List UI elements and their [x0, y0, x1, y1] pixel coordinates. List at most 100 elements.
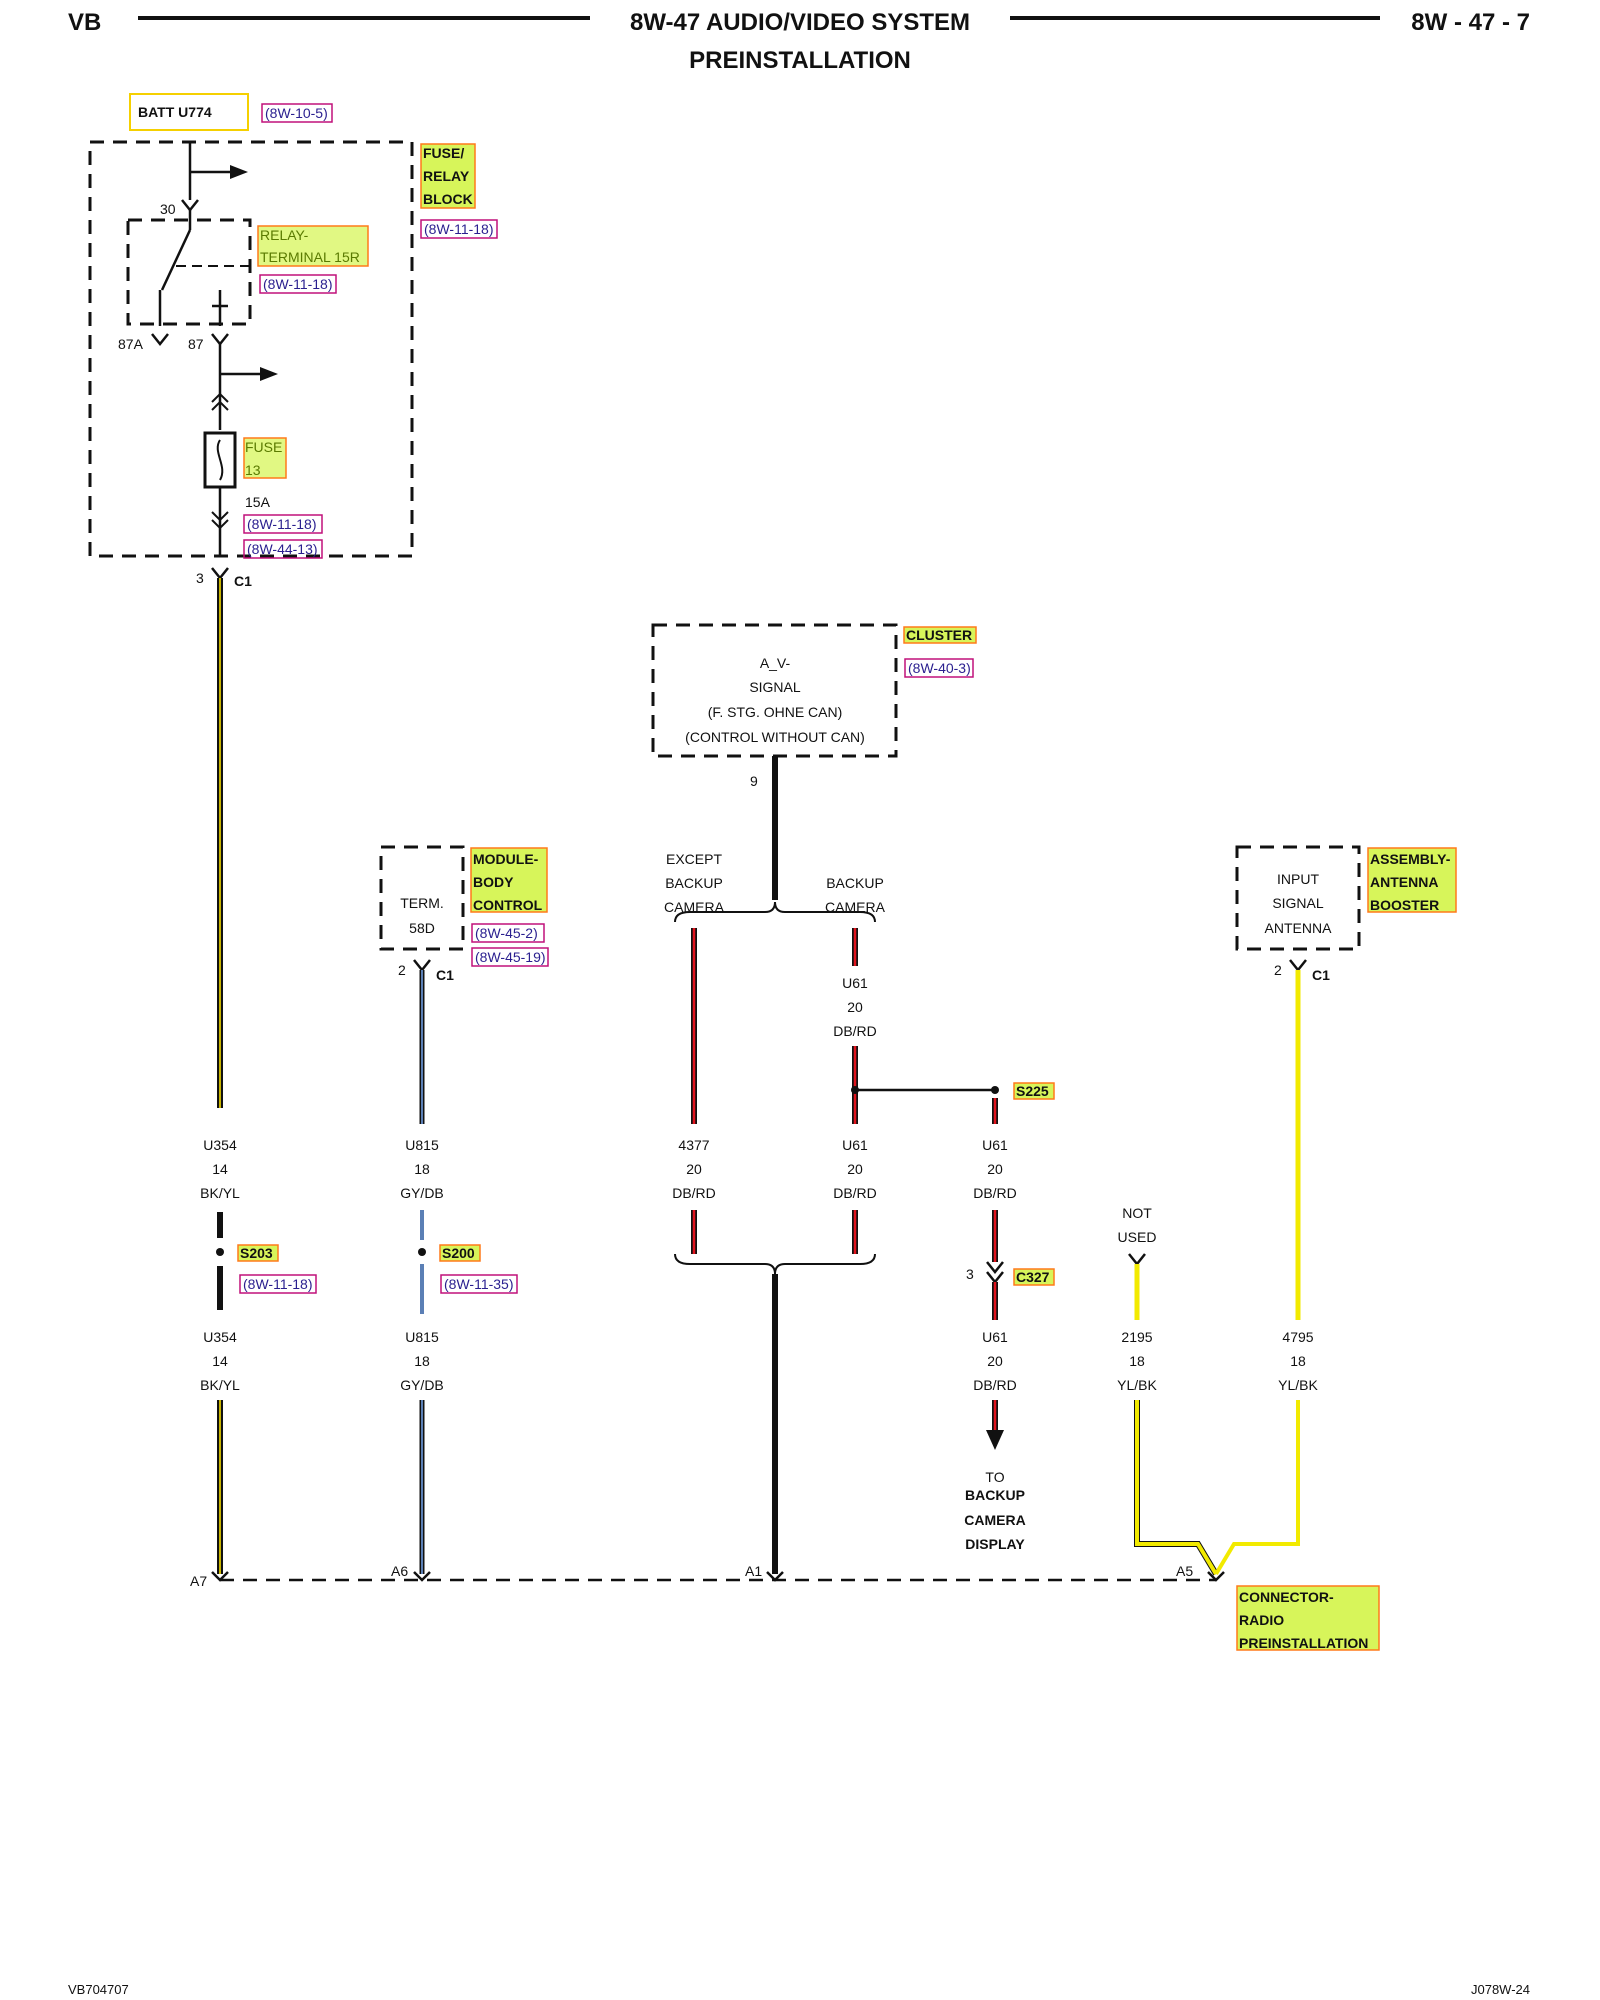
- u815-lower-id: U815: [405, 1329, 439, 1345]
- fuse-block-label-1: FUSE/: [423, 145, 464, 161]
- relay-label-1: RELAY-: [260, 227, 309, 243]
- u61-mid-id: U61: [842, 1137, 868, 1153]
- relay-ref: (8W-11-18): [263, 276, 333, 292]
- cluster-pin: 9: [750, 773, 758, 789]
- antenna-text-3: ANTENNA: [1265, 920, 1333, 936]
- antenna-label-3: BOOSTER: [1370, 897, 1439, 913]
- bcm-ref2: (8W-45-19): [475, 949, 546, 965]
- w4795-id: 4795: [1282, 1329, 1313, 1345]
- antenna-text-2: SIGNAL: [1272, 895, 1324, 911]
- u61-right-color: DB/RD: [973, 1185, 1017, 1201]
- backup-camera-2: CAMERA: [825, 899, 886, 915]
- fuse-bottom-terminal: [211, 511, 229, 530]
- bcm-ref1-box: [471, 923, 545, 943]
- bcm-conn: C1: [436, 967, 454, 983]
- u61-bottom-gauge: 20: [987, 1353, 1003, 1369]
- antenna-conn: C1: [1312, 967, 1330, 983]
- antenna-label-box: [1367, 847, 1457, 913]
- fuse-rating: 15A: [245, 494, 271, 510]
- w2195-id: 2195: [1121, 1329, 1152, 1345]
- fuse-block-ref: (8W-11-18): [424, 221, 494, 237]
- w2195-color: YL/BK: [1117, 1377, 1157, 1393]
- pin87-label: 87: [188, 336, 204, 352]
- bcm-label-2: BODY: [473, 874, 514, 890]
- u354-upper-color: BK/YL: [200, 1185, 240, 1201]
- s203-label: S203: [240, 1245, 273, 1261]
- branch-bottom-brace: [674, 1253, 876, 1275]
- u61-top-color: DB/RD: [833, 1023, 877, 1039]
- page-title: 8W-47 AUDIO/VIDEO SYSTEM: [630, 9, 970, 36]
- antenna-label-1: ASSEMBLY-: [1370, 851, 1451, 867]
- except-backup-1: EXCEPT: [666, 851, 722, 867]
- fuse-label-box: [243, 437, 287, 479]
- w4377-color: DB/RD: [672, 1185, 716, 1201]
- pin87a-connector: [151, 333, 169, 347]
- antenna-booster: INPUT SIGNAL ANTENNA ASSEMBLY- ANTENNA B…: [1235, 845, 1457, 983]
- fuse-block-label-3: BLOCK: [423, 191, 473, 207]
- antenna-c1-connector: [1289, 959, 1307, 973]
- s200-ref-box: [440, 1274, 518, 1294]
- antenna-text-1: INPUT: [1277, 871, 1319, 887]
- batt-label: BATT U774: [138, 104, 212, 120]
- except-backup-3: CAMERA: [664, 899, 725, 915]
- u815-upper-id: U815: [405, 1137, 439, 1153]
- relay-ref-box: [259, 274, 337, 294]
- fuse-block-label-2: RELAY: [423, 168, 470, 184]
- c1-label: C1: [234, 573, 252, 589]
- cluster-text-2: SIGNAL: [749, 679, 801, 695]
- not-used-2: USED: [1118, 1229, 1157, 1245]
- u815-lower-gauge: 18: [414, 1353, 430, 1369]
- w2195-lower-wire-base: [1134, 1400, 1219, 1576]
- c327-connector: [986, 1261, 1004, 1285]
- fuse-ref1: (8W-11-18): [247, 516, 317, 532]
- fuse-ref2-box: [243, 539, 323, 559]
- pin-a1: A1: [745, 1563, 762, 1579]
- backup-camera-1: BACKUP: [826, 875, 884, 891]
- pin-a6: A6: [391, 1563, 408, 1579]
- s200-label: S200: [442, 1245, 475, 1261]
- batt-box: [129, 93, 249, 131]
- u815-lower-color: GY/DB: [400, 1377, 444, 1393]
- backup-display-arrow: [986, 1430, 1004, 1450]
- fuse-ref2: (8W-44-13): [247, 541, 318, 557]
- wire-u354: U354 14 BK/YL S203 (8W-11-18) U354 14 BK…: [200, 578, 317, 1574]
- relay-label-box: [257, 225, 369, 267]
- c1-connector: [211, 567, 229, 581]
- c327-label-box: [1013, 1268, 1055, 1286]
- bcm-label-box: [470, 847, 548, 913]
- s225-splice-dot: [991, 1086, 999, 1094]
- w2195-lower-wire: [1135, 1400, 1218, 1576]
- not-used-connector: [1128, 1253, 1146, 1267]
- cluster-text-1: A_V-: [760, 655, 791, 671]
- relay-outline: [126, 218, 252, 326]
- a5-pin-mark: [1207, 1571, 1225, 1582]
- u354-upper-gauge: 14: [212, 1161, 228, 1177]
- u61-right-id: U61: [982, 1137, 1008, 1153]
- u354-lower-gauge: 14: [212, 1353, 228, 1369]
- u354-lower-color: BK/YL: [200, 1377, 240, 1393]
- wire-u815: U815 18 GY/DB S200 (8W-11-35) U815 18 GY…: [400, 970, 518, 1574]
- to-display-to: TO: [985, 1469, 1004, 1485]
- w4795-lower-wire: [1214, 1400, 1300, 1576]
- s200-ref: (8W-11-35): [444, 1276, 514, 1292]
- fuse-element: [216, 439, 224, 481]
- s203-ref-box: [239, 1274, 317, 1294]
- s200-splice-dot: [418, 1248, 426, 1256]
- c327-label: C327: [1016, 1269, 1050, 1285]
- page-subtitle: PREINSTALLATION: [689, 47, 911, 74]
- page-number: 8W - 47 - 7: [1411, 9, 1530, 36]
- fuse-branch-arrow: [260, 367, 278, 381]
- u61-right-gauge: 20: [987, 1161, 1003, 1177]
- relay-label-2: TERMINAL 15R: [260, 249, 360, 265]
- a7-pin-mark: [211, 1571, 229, 1582]
- batt-ref-box: [261, 103, 333, 123]
- connector-label-2: RADIO: [1239, 1612, 1284, 1628]
- to-display-2: CAMERA: [964, 1512, 1025, 1528]
- cluster-label: CLUSTER: [906, 627, 972, 643]
- s225-label: S225: [1016, 1083, 1049, 1099]
- batt-ref: (8W-10-5): [265, 105, 328, 121]
- header-left: VB: [68, 9, 101, 36]
- antenna-label-2: ANTENNA: [1370, 874, 1438, 890]
- cluster-text-4: (CONTROL WITHOUT CAN): [685, 729, 865, 745]
- u815-upper-gauge: 18: [414, 1161, 430, 1177]
